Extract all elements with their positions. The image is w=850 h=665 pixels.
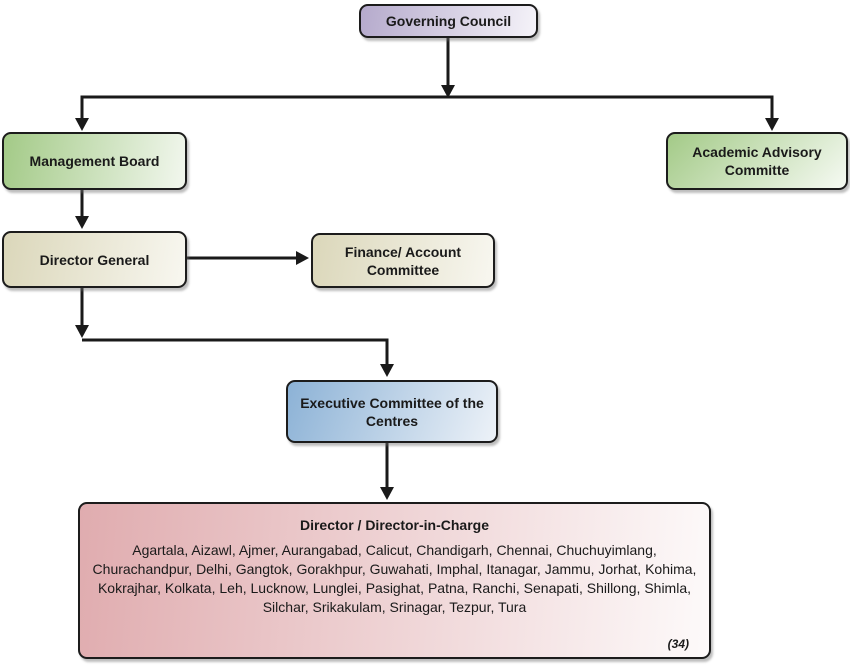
node-director-in-charge: Director / Director-in-Charge Agartala, …	[78, 502, 711, 659]
connector-split-bar	[80, 95, 774, 119]
arrowhead-academic-advisory	[765, 118, 779, 131]
academic-advisory-label: Academic Advisory Committe	[692, 144, 822, 178]
node-director-general: Director General	[2, 231, 187, 288]
management-board-label: Management Board	[29, 153, 160, 169]
arrowhead-executive-committee	[380, 364, 394, 377]
node-executive-committee: Executive Committee of the Centres	[286, 380, 498, 443]
director-general-label: Director General	[39, 251, 150, 268]
arrowhead-finance	[296, 251, 309, 265]
finance-account-label: Finance/ Account Committee	[344, 243, 462, 278]
governing-council-label: Governing Council	[385, 13, 512, 29]
directors-centers-list: Agartala, Aizawl, Ajmer, Aurangabad, Cal…	[92, 542, 697, 615]
node-management-board: Management Board	[2, 132, 187, 190]
arrowhead-director-general	[75, 216, 89, 229]
directors-title: Director / Director-in-Charge	[299, 517, 490, 533]
connector-elbow-exec	[82, 338, 389, 365]
arrowhead-gc	[441, 85, 455, 98]
arrowhead-dg-elbow	[75, 325, 89, 338]
node-governing-council: Governing Council	[359, 4, 538, 38]
executive-committee-label: Executive Committee of the Centres	[300, 394, 484, 429]
node-academic-advisory-committe: Academic Advisory Committe	[666, 132, 848, 190]
arrowhead-management-board	[75, 118, 89, 131]
arrowhead-directors	[380, 487, 394, 500]
node-finance-account-committee: Finance/ Account Committee	[311, 233, 495, 288]
directors-count: (34)	[667, 637, 689, 651]
